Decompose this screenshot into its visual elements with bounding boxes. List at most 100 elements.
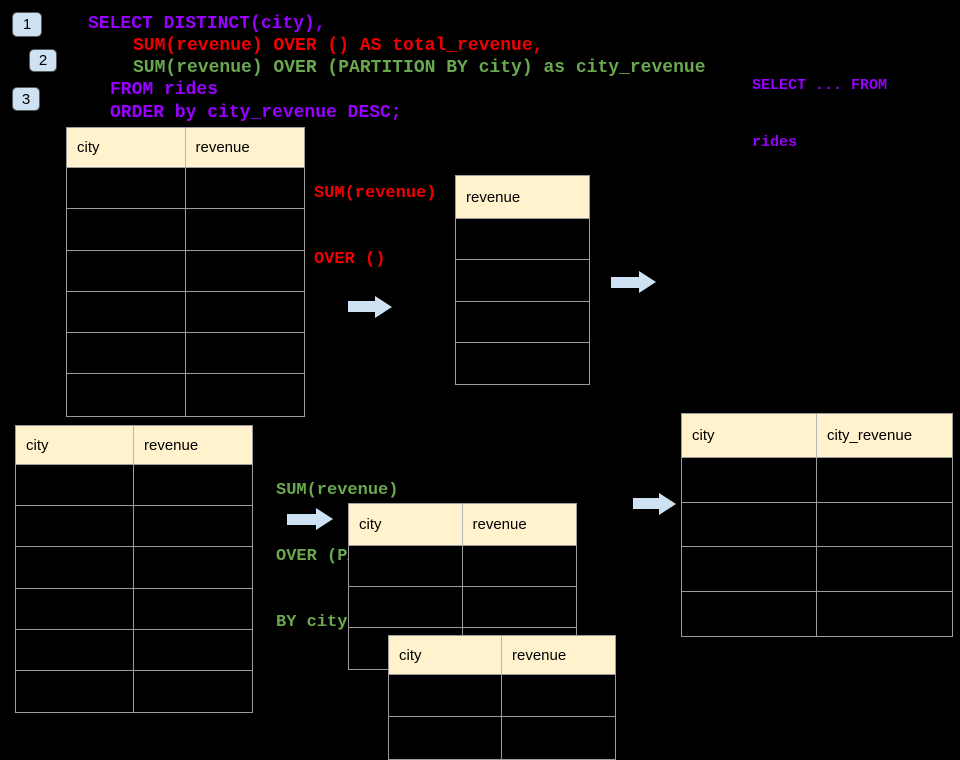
table-cell-empty [185,168,304,209]
table-cell-empty [185,250,304,291]
table-cell-empty [462,587,576,627]
annotation-sum-over-all: SUM(revenue) OVER () [314,139,436,293]
column-header-city: city [67,128,186,168]
table-row [389,675,615,717]
arrow-shaft [287,513,316,525]
table-row [67,333,304,375]
table-cell-empty [134,670,252,713]
table-row [456,260,589,302]
table-header-row: city revenue [389,636,615,675]
table-body [456,219,589,385]
table-cell-empty [456,219,589,260]
step-badge-3: 3 [12,87,40,111]
table-cell-empty [185,374,304,416]
table-cell-empty [389,717,502,759]
table-header-row: city revenue [67,128,304,168]
table-row [456,301,589,343]
table-revenue-window: revenue [455,175,590,386]
column-header-revenue: revenue [185,128,304,168]
table-header-row: city revenue [16,426,252,465]
table-cell-empty [16,588,134,629]
arrow-head [316,508,333,530]
table-cell-empty [817,591,952,636]
table-row [389,717,615,759]
table-cell-empty [134,465,252,506]
table-cell-empty [349,587,463,627]
table-row [16,547,252,589]
table-cell-empty [682,502,817,546]
table-cell-empty [462,546,576,586]
step-badge-2-label: 2 [38,52,48,69]
table-cell-empty [16,670,134,713]
step-badge-1-label: 1 [22,16,32,33]
column-header-revenue: revenue [456,176,589,219]
column-header-revenue: revenue [134,426,252,465]
arrow-shaft [611,276,639,288]
table-cell-empty [389,675,502,716]
column-header-city: city [389,636,502,675]
table-row [682,547,952,592]
column-header-city: city [682,414,817,458]
side-note-select-from-rides: SELECT ... FROM rides [752,38,887,171]
arrow-head [659,492,676,515]
table-cell-empty [134,506,252,547]
table-row [67,374,304,416]
table-row [349,546,576,587]
table-row [349,587,576,628]
step-badge-2: 2 [29,49,57,72]
table-cell-empty [16,629,134,670]
table-cell-empty [134,547,252,588]
flow-arrow-right-icon [348,295,392,318]
flow-arrow-right-icon [611,271,656,293]
sql-line-from: FROM rides [110,80,219,100]
flow-arrow-right-icon [633,492,676,515]
table-cell-empty [134,629,252,670]
column-header-city-revenue: city_revenue [817,414,952,458]
table-cell-empty [185,291,304,333]
arrow-shaft [633,498,659,509]
table-cell-empty [817,458,952,502]
table-body [682,458,952,636]
table-row [67,168,304,210]
side-note-line-1: SELECT ... FROM [752,77,888,94]
table-cell-empty [67,374,186,416]
table-cell-empty [817,547,952,591]
annotation-sum-over-all-line-1: SUM(revenue) [314,184,437,203]
table-body [67,168,304,416]
table-cell-empty [682,591,817,636]
table-cell-empty [67,291,186,333]
table-row [682,502,952,547]
sql-line-sum-over-partition: SUM(revenue) OVER (PARTITION BY city) as… [133,58,706,78]
sql-line-select: SELECT DISTINCT(city), [88,14,326,34]
table-partition-step-overlay: city revenue [388,635,616,760]
sql-line-order-by: ORDER by city_revenue DESC; [110,103,402,123]
table-cell-empty [16,465,134,506]
table-row [16,629,252,671]
annotation-sum-over-partition-line-3: BY city) [276,613,358,632]
table-cell-empty [502,675,615,716]
table-result-city-revenue: city city_revenue [681,413,953,637]
table-cell-empty [456,301,589,342]
table-header-row: city city_revenue [682,414,952,458]
table-row [16,506,252,548]
arrow-head [375,295,392,318]
table-cell-empty [456,342,589,385]
step-badge-1: 1 [12,12,42,37]
table-cell-empty [185,333,304,374]
table-cell-empty [67,168,186,209]
table-body [16,465,252,713]
table-cell-empty [456,260,589,301]
table-row [682,458,952,503]
table-cell-empty [16,506,134,547]
column-header-revenue: revenue [462,504,576,546]
column-header-city: city [16,426,134,465]
side-note-line-2: rides [752,134,798,151]
arrow-shaft [348,301,375,312]
table-row [456,219,589,261]
arrow-head [639,271,656,293]
table-row [16,670,252,713]
table-cell-empty [185,209,304,250]
table-row [16,588,252,630]
column-header-city: city [349,504,463,546]
table-row [67,209,304,251]
